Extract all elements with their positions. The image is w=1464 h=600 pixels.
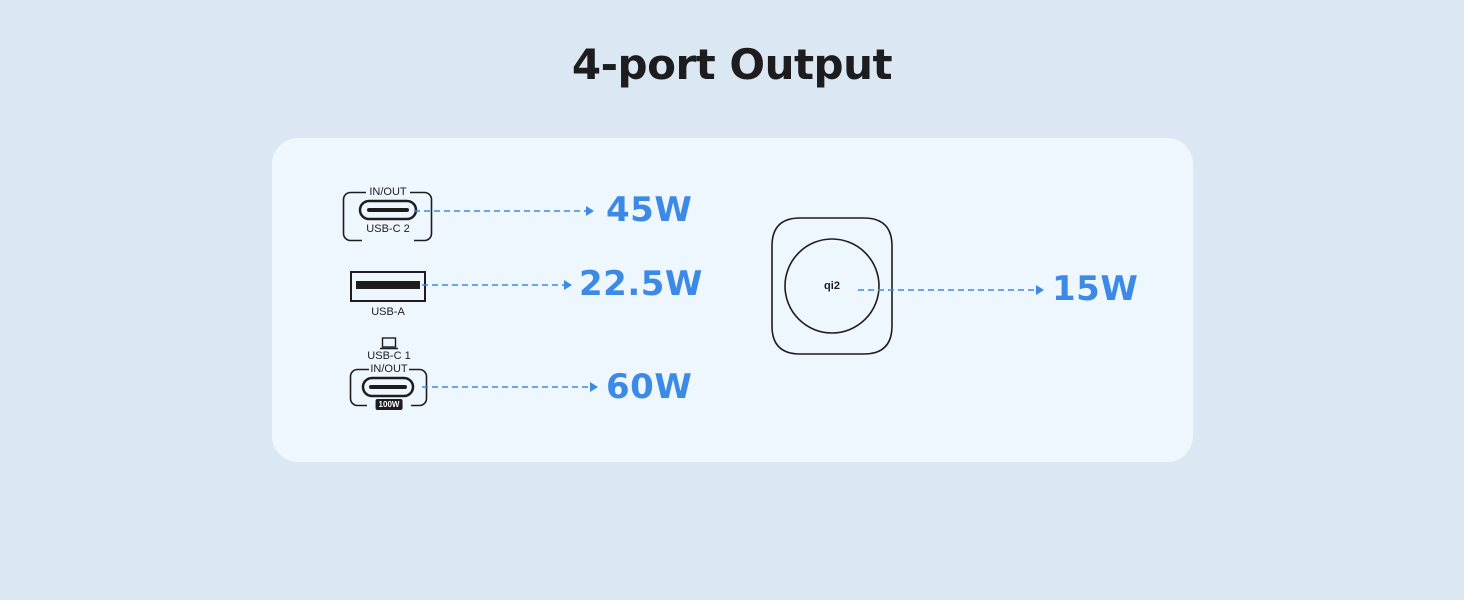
usbc1-name-label: USB-C 1 [367, 350, 411, 362]
ports-card: IN/OUT USB-C 2 45W USB-A 22.5W USB-C 1 [272, 138, 1193, 462]
usba-watt: 22.5W [579, 264, 703, 304]
qi2-logo: qi2 [824, 280, 840, 292]
usbc1-top-label: IN/OUT [370, 363, 408, 375]
arrow-icon [858, 285, 1044, 295]
arrow-icon [414, 206, 594, 216]
arrow-icon [422, 280, 572, 290]
usbc2-bottom-label: USB-C 2 [366, 223, 410, 235]
usba-port-icon [350, 271, 426, 302]
usbc1-badge: 100W [375, 399, 403, 410]
page-title: 4-port Output [571, 40, 893, 89]
wireless-charger-icon [771, 217, 893, 355]
usbc-port-icon [342, 188, 433, 244]
laptop-icon [380, 337, 398, 350]
usba-bottom-label: USB-A [371, 306, 405, 318]
usbc2-watt: 45W [606, 190, 693, 230]
wireless-watt: 15W [1052, 269, 1139, 309]
usbc1-watt: 60W [606, 367, 693, 407]
arrow-icon [422, 382, 598, 392]
usbc2-top-label: IN/OUT [369, 186, 407, 198]
